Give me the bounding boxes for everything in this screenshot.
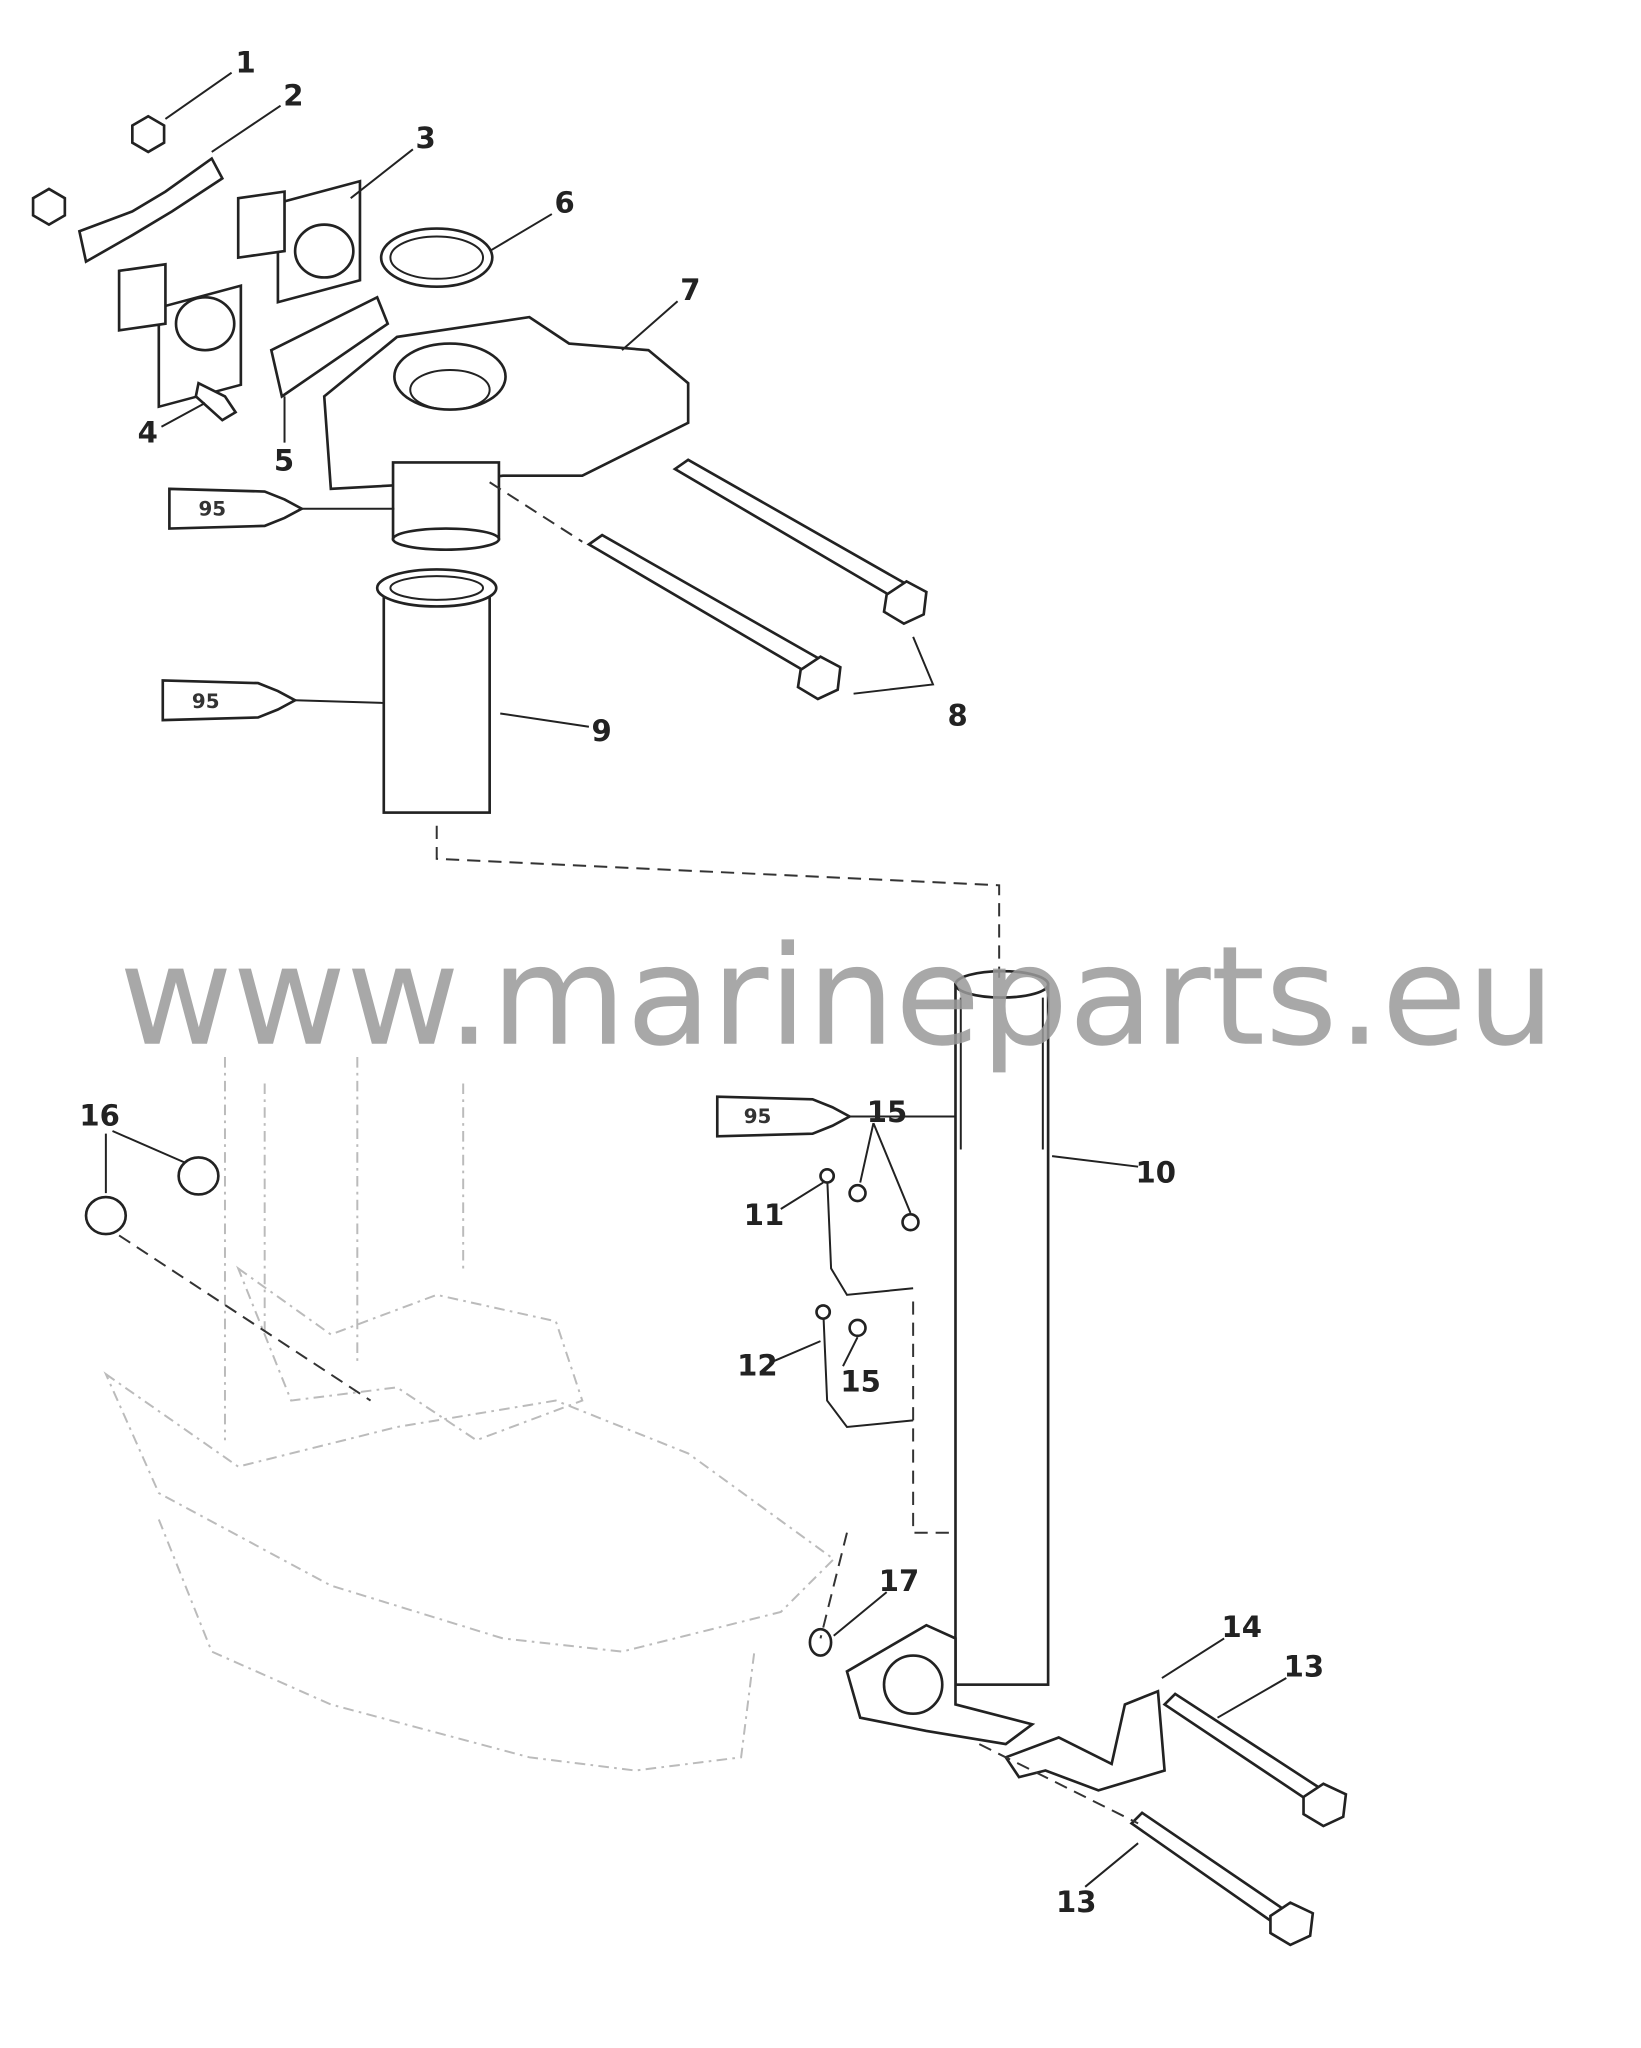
cap-part-16 — [84, 1156, 220, 1236]
callout: 13 — [1056, 1885, 1097, 1919]
clamp-part-14 — [1003, 1689, 1166, 1792]
callout: 15 — [840, 1364, 881, 1398]
leader-lines — [104, 71, 1287, 1888]
svg-text:95: 95 — [192, 690, 220, 713]
ghost-driveshaft-housing — [103, 1057, 836, 1772]
bolt-part-8 — [586, 458, 935, 701]
callout: 5 — [274, 443, 294, 477]
callout: 17 — [879, 1564, 920, 1598]
o-ring-part-6 — [379, 227, 494, 289]
callout: 3 — [416, 121, 436, 155]
washer-part-17 — [808, 1627, 833, 1657]
plate-part-2 — [77, 156, 225, 264]
callout: 14 — [1221, 1610, 1262, 1644]
bushing-part-9 — [375, 568, 498, 814]
svg-text:95: 95 — [199, 497, 227, 520]
steering-arm-part-10 — [845, 969, 1050, 1746]
mount-part-3 — [117, 179, 362, 409]
watermark: www.marineparts.eu — [119, 917, 1555, 1077]
callout: 11 — [744, 1198, 785, 1232]
callout: 13 — [1284, 1650, 1325, 1684]
swivel-bracket-part-7 — [322, 315, 690, 551]
callout: 12 — [737, 1348, 778, 1382]
sealant-tube: 95 95 95 — [161, 487, 956, 1138]
ground-strap-part-11-12 — [815, 1168, 920, 1429]
svg-text:95: 95 — [744, 1105, 772, 1128]
bolt-part-4 — [194, 381, 238, 422]
callout: 2 — [283, 79, 303, 113]
callout: 10 — [1135, 1156, 1176, 1190]
callout: 7 — [680, 273, 700, 307]
callout: 4 — [138, 416, 158, 450]
callout: 8 — [948, 698, 968, 732]
bolt-part-13 — [1129, 1692, 1348, 1947]
callout-numbers: 1 2 3 4 5 6 7 8 9 10 11 12 13 13 14 15 1… — [79, 46, 1324, 1919]
callout: 6 — [554, 186, 574, 220]
callout: 15 — [867, 1095, 908, 1129]
alignment-lines — [118, 481, 1139, 1825]
callout: 9 — [592, 714, 612, 748]
callout: 16 — [79, 1099, 120, 1133]
callout: 1 — [236, 46, 256, 80]
shim-part-5 — [269, 295, 390, 399]
nut-part-1 — [31, 114, 166, 227]
